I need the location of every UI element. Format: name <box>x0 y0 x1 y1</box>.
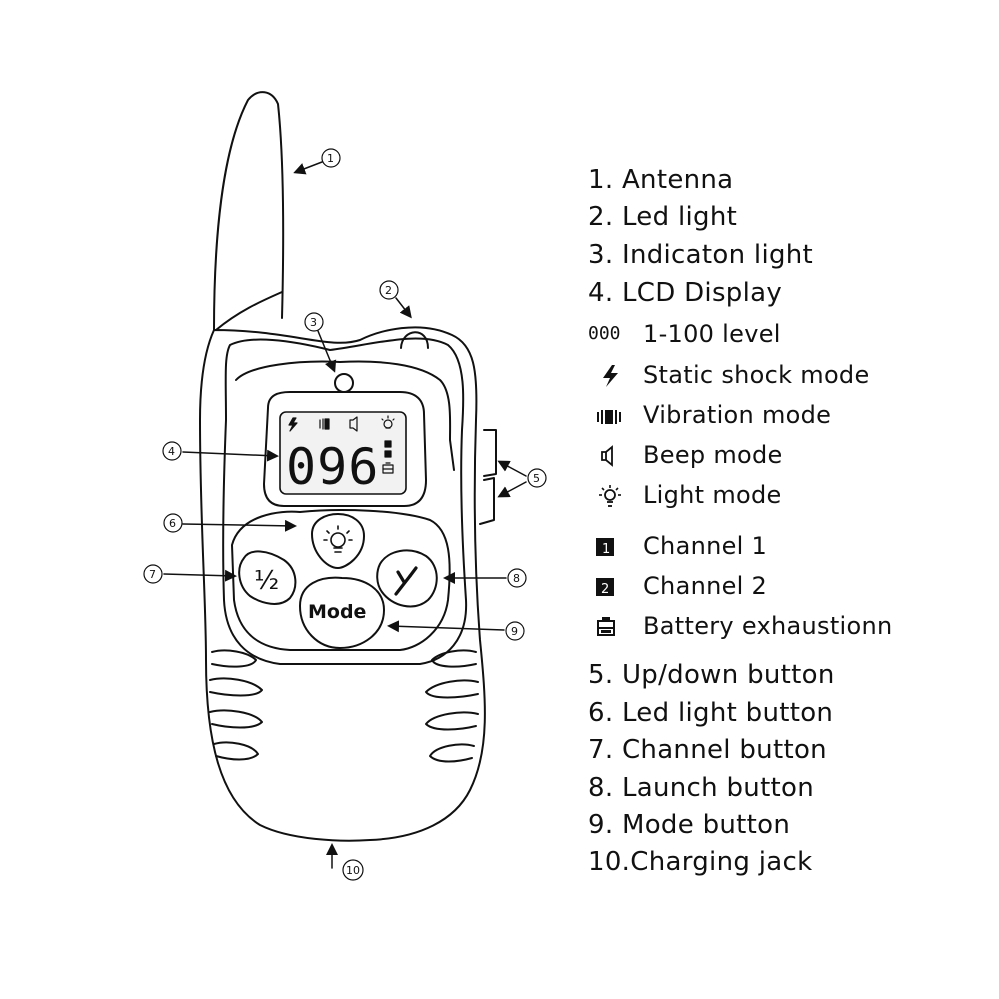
svg-text:7: 7 <box>149 568 156 581</box>
launch-icon <box>394 566 418 596</box>
svg-text:5: 5 <box>533 472 540 485</box>
up-down-button[interactable] <box>479 429 497 525</box>
vibration-icon <box>319 418 330 430</box>
battery-icon <box>597 617 615 636</box>
bulb-icon <box>381 415 395 429</box>
legend-item-led-light: 2. Led light <box>588 202 738 232</box>
legend-item-launch-button: 8. Launch button <box>588 773 815 803</box>
channel-button-label: ½ <box>254 566 279 596</box>
svg-text:2: 2 <box>601 582 609 597</box>
svg-text:10: 10 <box>346 864 360 877</box>
led-light-button[interactable] <box>311 513 365 569</box>
vibration-icon <box>597 410 621 424</box>
channel-2-icon: 2 <box>596 578 614 597</box>
antenna <box>213 91 285 331</box>
legend-item-channel-button: 7. Channel button <box>588 735 827 765</box>
level-digits-icon: 000 <box>588 323 621 344</box>
callout-4: 4 <box>162 441 279 462</box>
svg-text:3: 3 <box>310 316 317 329</box>
legend-item-channel-1: Channel 1 <box>643 532 768 560</box>
svg-text:6: 6 <box>169 517 176 530</box>
lcd-bezel <box>263 391 427 507</box>
lcd-status-icons <box>382 440 394 474</box>
lcd-digits: 096 <box>286 438 379 496</box>
callout-9: 9 <box>387 620 525 641</box>
legend-item-battery: Battery exhaustionn <box>643 612 893 640</box>
bulb-icon <box>599 485 621 507</box>
callout-5: 5 <box>497 460 547 498</box>
legend-item-channel-2: Channel 2 <box>643 572 768 600</box>
legend-item-charging-jack: 10.Charging jack <box>588 847 813 877</box>
lcd-screen <box>279 411 407 495</box>
launch-button[interactable] <box>376 549 438 608</box>
grip-right <box>425 649 479 763</box>
callout-7: 7 <box>143 564 237 584</box>
bulb-icon <box>323 525 353 553</box>
channel-button[interactable]: ½ <box>238 550 297 605</box>
callout-1: 1 <box>293 148 341 175</box>
callout-6: 6 <box>163 513 297 533</box>
device-body <box>199 326 486 842</box>
legend-item-light: Light mode <box>643 481 782 509</box>
led-light <box>400 331 429 349</box>
grip-left <box>209 649 263 761</box>
legend-item-beep: Beep mode <box>643 441 783 469</box>
callout-8: 8 <box>443 568 527 588</box>
legend-item-static-shock: Static shock mode <box>643 361 870 389</box>
legend-item-up-down-button: 5. Up/down button <box>588 660 835 690</box>
legend-item-led-light-button: 6. Led light button <box>588 698 834 728</box>
lightning-icon <box>603 365 618 387</box>
channel-1-icon: 1 <box>596 538 614 557</box>
svg-text:2: 2 <box>385 284 392 297</box>
speaker-icon <box>601 445 613 467</box>
lightning-icon <box>288 417 298 432</box>
callout-3: 3 <box>304 312 337 373</box>
channel-1-icon <box>384 440 392 448</box>
mode-button[interactable]: Mode <box>299 576 385 649</box>
lcd-mode-icons <box>288 415 395 432</box>
channel-2-icon <box>384 450 392 458</box>
callout-10: 10 <box>326 843 364 881</box>
battery-icon <box>382 462 394 474</box>
legend-item-level: 1-100 level <box>643 320 781 348</box>
svg-text:9: 9 <box>511 625 518 638</box>
mode-button-label: Mode <box>308 601 366 623</box>
legend-item-indication-light: 3. Indicaton light <box>588 240 814 270</box>
callout-2: 2 <box>379 280 412 319</box>
speaker-icon <box>349 416 358 432</box>
legend-item-mode-button: 9. Mode button <box>588 810 791 840</box>
svg-text:4: 4 <box>168 445 175 458</box>
svg-text:8: 8 <box>513 572 520 585</box>
indicator-light <box>334 373 354 393</box>
legend-item-lcd-display: 4. LCD Display <box>588 278 783 308</box>
svg-text:1: 1 <box>602 542 610 557</box>
legend-item-antenna: 1. Antenna <box>588 165 734 195</box>
legend-item-vibration: Vibration mode <box>643 401 832 429</box>
svg-text:1: 1 <box>327 152 334 165</box>
